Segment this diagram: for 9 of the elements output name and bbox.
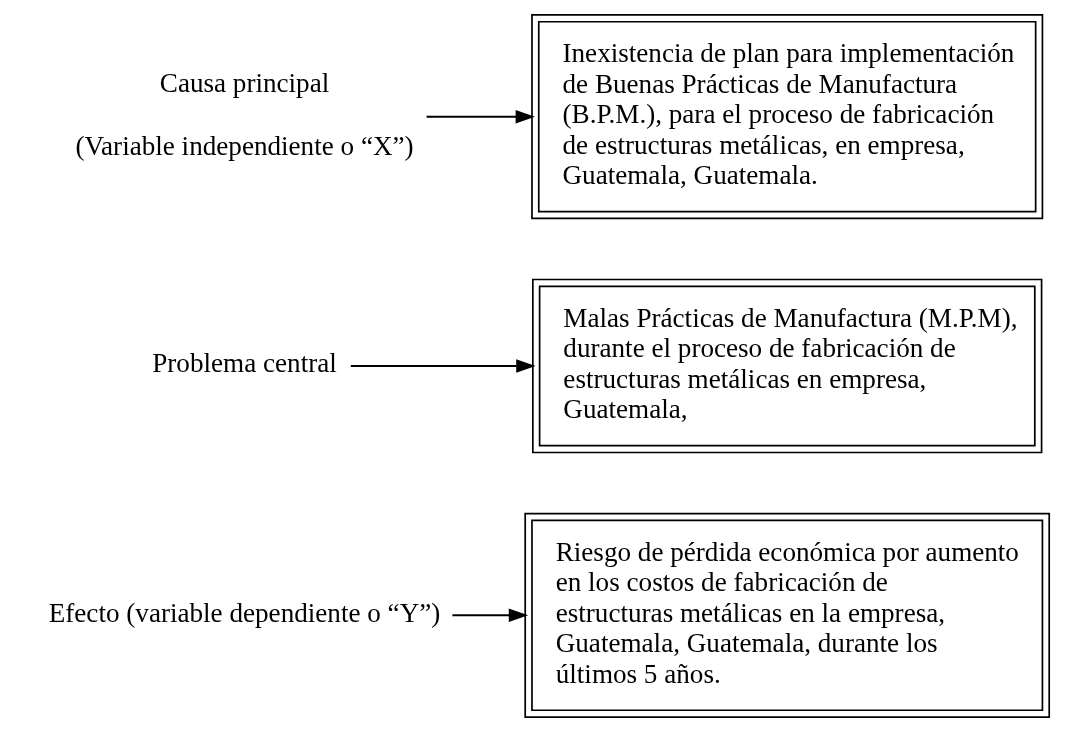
node-text: Efecto (variable dependiente o “Y”) bbox=[48, 597, 441, 628]
node-text: Problema central bbox=[152, 348, 337, 379]
arrow bbox=[350, 359, 536, 373]
arrow bbox=[426, 109, 535, 124]
node-text: Causa principal (Variable independiente o “X”) bbox=[75, 67, 414, 161]
node-box: Malas Prácticas de Manufactura (M.P.M), durante el proceso de fabricación de estructuras metálicas en empresa, Guatemala, bbox=[531, 278, 1043, 454]
node-box: Riesgo de pérdida económica por aumento en los costos de fabricación de estructuras metálicas en la empresa, Guatemala, Guatemala, durante los últimos 5 años. bbox=[524, 512, 1051, 718]
arrow bbox=[452, 608, 529, 623]
node-box: Inexistencia de plan para implementación de Buenas Prácticas de Manufactura (B.P.M.), para el proceso de fabricación de estructuras metálicas, en empresa, Guatemala, Guatemala. bbox=[531, 14, 1044, 220]
